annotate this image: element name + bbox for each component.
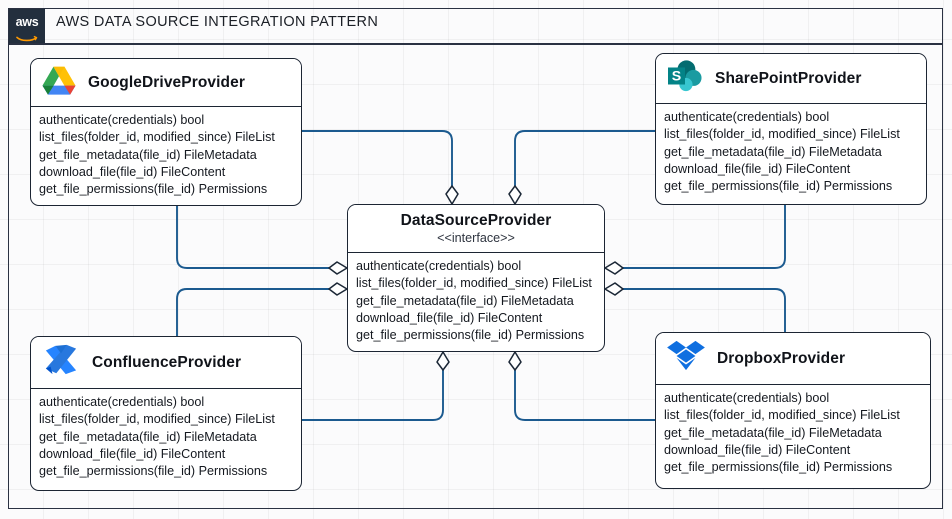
method-line: authenticate(credentials) bool <box>664 391 830 405</box>
dropbox-logo-icon <box>667 339 705 378</box>
method-line: list_files(folder_id, modified_since) Fi… <box>664 127 900 142</box>
method-line: download_file(file_id) FileContent <box>356 310 543 325</box>
confluence-logo-icon <box>42 343 80 382</box>
class-methods-datasourceprovider: authenticate(credentials) bool list_file… <box>348 253 604 350</box>
wire-gdrive-top <box>302 130 453 190</box>
class-title-googledriveprovider: GoogleDriveProvider <box>88 73 245 91</box>
wire-confluence-bottom <box>302 366 444 421</box>
aws-swoosh-icon <box>16 29 38 41</box>
class-header-dropboxprovider: DropboxProvider <box>656 333 930 385</box>
diagram-frame <box>8 8 943 509</box>
sharepoint-logo-icon: S <box>667 59 703 98</box>
method-line: get_file_permissions(file_id) Permission… <box>664 460 893 475</box>
page-title: AWS DATA SOURCE INTEGRATION PATTERN <box>56 14 379 30</box>
class-title-confluenceprovider: ConfluenceProvider <box>92 353 242 371</box>
wire-dropbox-right <box>614 288 786 332</box>
wire-sharepoint-right <box>614 205 786 269</box>
class-stereotype: <<interface>> <box>437 231 515 245</box>
class-methods-dropboxprovider: authenticate(credentials) bool list_file… <box>656 385 930 482</box>
aws-logo-text: aws <box>15 14 39 29</box>
arrowhead-sharepoint-top <box>508 185 522 205</box>
method-line: download_file(file_id) FileContent <box>39 164 226 179</box>
method-line: get_file_metadata(file_id) FileMetadata <box>39 429 257 444</box>
method-line: get_file_metadata(file_id) FileMetadata <box>664 425 882 440</box>
class-box-sharepointprovider[interactable]: S SharePointProvider authenticate(creden… <box>655 53 927 205</box>
header-divider <box>9 43 942 45</box>
method-line: list_files(folder_id, modified_since) Fi… <box>39 412 275 427</box>
class-box-googledriveprovider[interactable]: GoogleDriveProvider authenticate(credent… <box>30 58 302 206</box>
svg-text:S: S <box>672 69 681 85</box>
class-header-datasourceprovider: DataSourceProvider <<interface>> <box>348 205 604 253</box>
class-box-datasourceprovider[interactable]: DataSourceProvider <<interface>> authent… <box>347 204 605 352</box>
arrowhead-confluence-left <box>328 282 348 296</box>
method-line: download_file(file_id) FileContent <box>664 442 851 457</box>
class-box-confluenceprovider[interactable]: ConfluenceProvider authenticate(credenti… <box>30 336 302 491</box>
google-drive-logo-icon <box>42 64 76 101</box>
method-line: get_file_metadata(file_id) FileMetadata <box>356 293 574 308</box>
wire-gdrive-left <box>176 206 338 269</box>
class-methods-googledriveprovider: authenticate(credentials) bool list_file… <box>31 107 301 204</box>
wire-confluence-left <box>176 288 338 336</box>
wire-dropbox-bottom <box>514 366 655 421</box>
class-title-dropboxprovider: DropboxProvider <box>717 349 846 367</box>
arrowhead-gdrive-left <box>328 261 348 275</box>
wire-sharepoint-top <box>514 130 655 190</box>
method-line: get_file_permissions(file_id) Permission… <box>664 179 893 194</box>
method-line: get_file_permissions(file_id) Permission… <box>39 464 268 479</box>
class-title-sharepointprovider: SharePointProvider <box>715 69 862 87</box>
class-header-googledriveprovider: GoogleDriveProvider <box>31 59 301 107</box>
method-line: authenticate(credentials) bool <box>39 113 205 127</box>
method-line: authenticate(credentials) bool <box>356 259 522 273</box>
method-line: authenticate(credentials) bool <box>39 395 205 409</box>
method-line: download_file(file_id) FileContent <box>39 446 226 461</box>
method-line: get_file_metadata(file_id) FileMetadata <box>664 144 882 159</box>
class-box-dropboxprovider[interactable]: DropboxProvider authenticate(credentials… <box>655 332 931 489</box>
method-line: authenticate(credentials) bool <box>664 110 830 124</box>
class-header-sharepointprovider: S SharePointProvider <box>656 54 926 104</box>
arrowhead-sharepoint-right <box>604 261 624 275</box>
method-line: get_file_metadata(file_id) FileMetadata <box>39 147 257 162</box>
arrowhead-dropbox-right <box>604 282 624 296</box>
aws-logo-icon: aws <box>9 9 45 43</box>
method-line: list_files(folder_id, modified_since) Fi… <box>356 276 592 291</box>
method-line: list_files(folder_id, modified_since) Fi… <box>664 408 900 423</box>
method-line: list_files(folder_id, modified_since) Fi… <box>39 130 275 145</box>
method-line: get_file_permissions(file_id) Permission… <box>39 182 268 197</box>
method-line: download_file(file_id) FileContent <box>664 161 851 176</box>
arrowhead-dropbox-bottom <box>508 351 522 371</box>
class-methods-sharepointprovider: authenticate(credentials) bool list_file… <box>656 104 926 201</box>
arrowhead-confluence-bottom <box>436 351 450 371</box>
class-methods-confluenceprovider: authenticate(credentials) bool list_file… <box>31 389 301 486</box>
class-header-confluenceprovider: ConfluenceProvider <box>31 337 301 389</box>
method-line: get_file_permissions(file_id) Permission… <box>356 328 585 343</box>
class-title-datasourceprovider: DataSourceProvider <box>400 212 552 229</box>
arrowhead-gdrive-top <box>445 185 459 205</box>
